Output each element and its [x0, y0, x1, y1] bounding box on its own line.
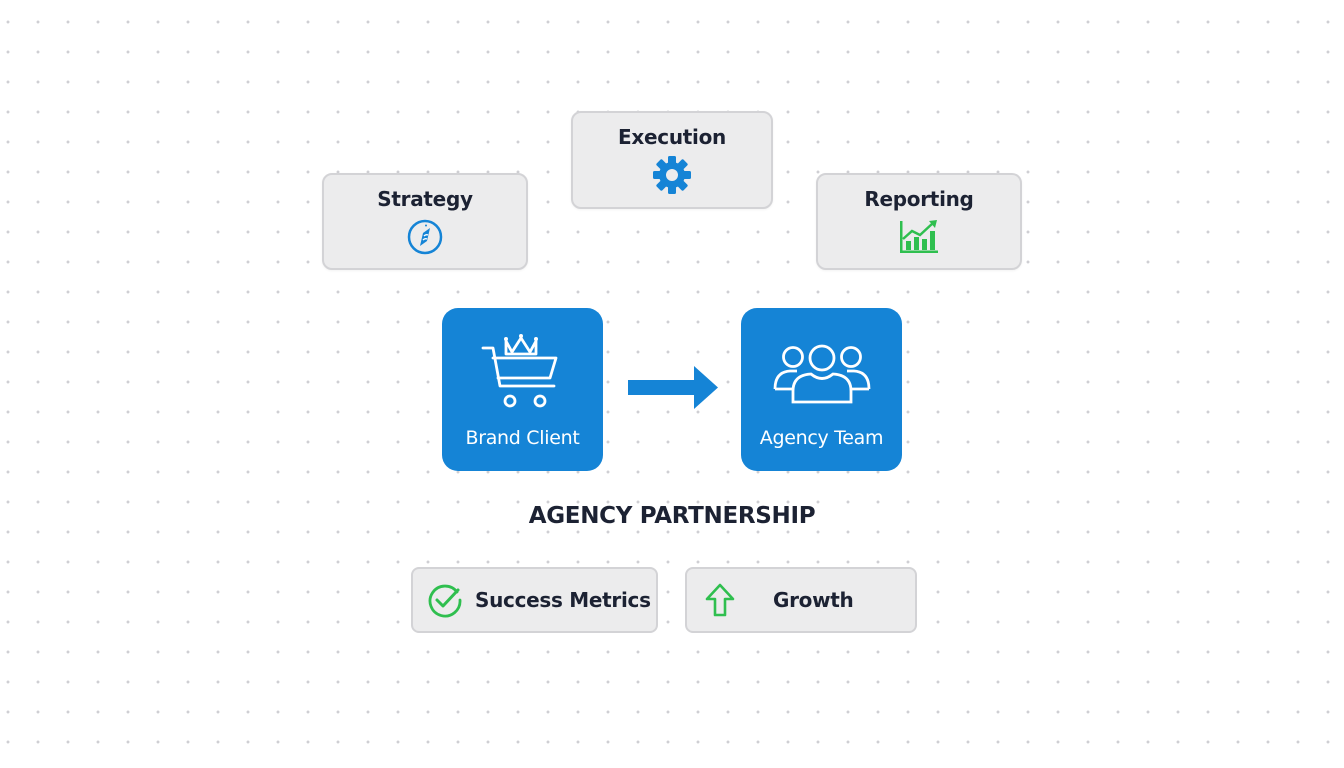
execution-card: Execution — [571, 111, 773, 209]
strategy-label: Strategy — [377, 187, 473, 211]
team-icon — [773, 343, 871, 409]
gear-icon — [652, 155, 692, 199]
agency-team-node: Agency Team — [741, 308, 902, 471]
success-metrics-label: Success Metrics — [475, 588, 651, 612]
strategy-card: Strategy — [322, 173, 528, 270]
brand-client-label: Brand Client — [465, 427, 580, 449]
growth-chart-icon — [898, 217, 940, 261]
compass-icon — [405, 217, 445, 261]
success-metrics-pill: Success Metrics — [411, 567, 658, 633]
shopping-cart-crown-icon — [480, 326, 562, 418]
reporting-label: Reporting — [864, 187, 974, 211]
agency-team-label: Agency Team — [759, 427, 884, 449]
growth-pill: Growth — [685, 567, 917, 633]
diagram-title: AGENCY PARTNERSHIP — [528, 503, 816, 529]
brand-client-node: Brand Client — [442, 308, 603, 471]
execution-label: Execution — [618, 125, 726, 149]
reporting-card: Reporting — [816, 173, 1022, 270]
growth-label: Growth — [773, 588, 854, 612]
arrow-right-icon — [628, 366, 720, 414]
check-circle-icon — [427, 582, 463, 618]
arrow-up-icon — [704, 582, 736, 618]
